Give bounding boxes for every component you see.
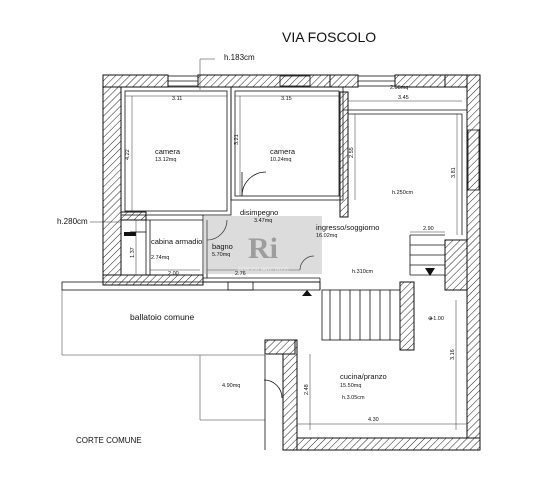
dim-321: 3.21 [234, 134, 240, 145]
ballatoio [61, 281, 321, 450]
room-cucina-area: 15.50mq [340, 383, 361, 389]
doors [124, 171, 315, 399]
watermark-text: IMMOBILIARE RIZZI [237, 267, 289, 273]
room-bagno-name: bagno [212, 242, 233, 251]
height-living: h.250cm [392, 190, 414, 196]
small-area-label: 2.98mq [390, 85, 408, 91]
height-left: h.280cm [57, 217, 88, 226]
ballatoio-label: ballatoio comune [130, 312, 195, 322]
dim-316: 3.16 [450, 349, 456, 360]
room-ingresso-area: 16.02mq [316, 233, 337, 239]
dim-276: 2.76 [235, 271, 246, 277]
level-symbol: ⊕ [428, 316, 433, 322]
room-disimpegno-name: disimpegno [240, 208, 278, 217]
dim-381: 3.81 [451, 167, 457, 178]
dim-255: 2.55 [349, 147, 355, 158]
room-camera-2-area: 10.24mq [270, 157, 291, 163]
watermark-logo: Ri IMMOBILIARE RIZZI [204, 216, 322, 274]
dim-422: 4.22 [125, 149, 131, 160]
room-cabina-name: cabina armadio [151, 237, 202, 246]
room-camera-2-name: camera [270, 147, 296, 156]
windows [167, 75, 480, 291]
dim-290: 2.90 [423, 226, 434, 232]
dim-345: 3.45 [398, 95, 409, 101]
dim-311: 3.11 [172, 96, 182, 102]
dim-137: 1.37 [130, 247, 136, 258]
staircase [302, 234, 445, 341]
room-cabina-area: 2.74mq [151, 255, 169, 261]
loggia-area: 4.90mq [222, 383, 240, 389]
room-camera-1-area: 13.12mq [155, 157, 176, 163]
height-living-low: h.310cm [352, 269, 374, 275]
height-top: h.183cm [224, 53, 255, 62]
dim-200: 2.00 [168, 271, 179, 277]
dimension-lines [90, 58, 467, 430]
interior-walls [120, 86, 467, 290]
dim-315: 3.15 [281, 96, 292, 102]
room-cucina-name: cucina/pranzo [340, 372, 387, 381]
height-kitchen: h.3.05cm [342, 395, 365, 401]
level-marker: +1.00 [430, 316, 444, 322]
svg-text:Ri: Ri [248, 232, 278, 265]
room-disimpegno-area: 3.47mq [254, 218, 272, 224]
room-bagno-area: 5.70mq [212, 252, 230, 258]
room-ingresso-name: ingresso/soggiorno [316, 223, 379, 232]
dim-430: 4.30 [368, 417, 379, 423]
dim-248: 2.48 [304, 384, 310, 395]
room-camera-1-name: camera [155, 147, 181, 156]
street-title: VIA FOSCOLO [282, 29, 376, 45]
corte-label: CORTE COMUNE [76, 436, 142, 445]
